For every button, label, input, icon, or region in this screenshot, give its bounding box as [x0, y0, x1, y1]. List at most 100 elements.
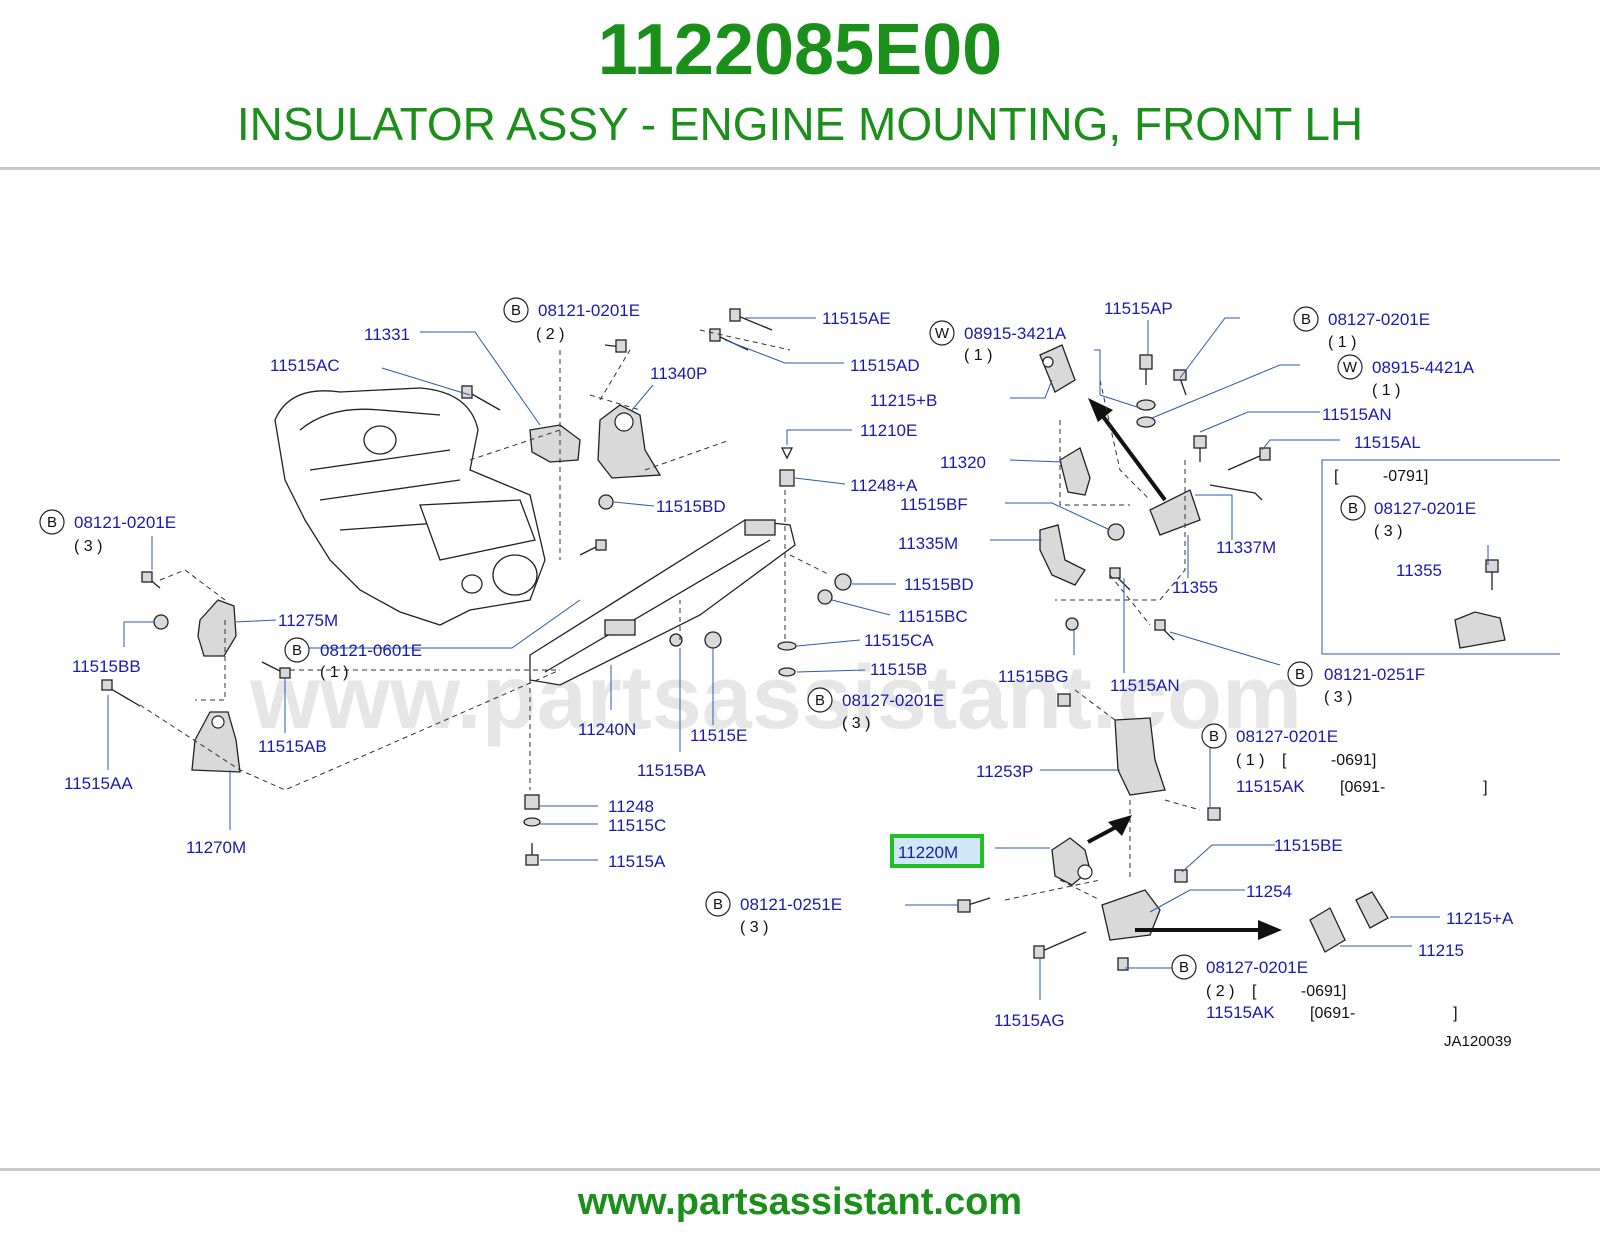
label-11215B[interactable]: 11215+B [870, 391, 937, 410]
svg-text:08127-0201E: 08127-0201E [1236, 727, 1338, 746]
svg-text:08121-0201E: 08121-0201E [74, 513, 176, 532]
highlighted-part-label[interactable]: 11220M [890, 834, 984, 868]
engine-block-drawing [274, 387, 546, 626]
svg-text:B: B [1348, 500, 1358, 517]
bolt-0201E-top-drawing [604, 339, 627, 353]
svg-text:( 3 ): ( 3 ) [740, 919, 768, 936]
svg-text:08127-0201E: 08127-0201E [842, 691, 944, 710]
footer-site-link[interactable]: www.partsassistant.com [577, 1181, 1023, 1223]
label-11248[interactable]: 11248 [608, 797, 654, 816]
svg-text:( 1 ): ( 1 ) [320, 664, 348, 681]
bolt-ref-10[interactable]: B 08121-0251E ( 3 ) [705, 891, 842, 936]
label-11515CA[interactable]: 11515CA [864, 631, 934, 650]
bolt-ref-7[interactable]: B 08121-0251F ( 3 ) [1287, 661, 1425, 706]
label-11254[interactable]: 11254 [1246, 882, 1292, 901]
bolt-ref-9[interactable]: B 08127-0201E ( 1 ) [1201, 723, 1338, 769]
label-11220M[interactable]: 11220M [898, 843, 958, 862]
label-11270M[interactable]: 11270M [186, 838, 246, 857]
label-11515BA[interactable]: 11515BA [637, 761, 706, 780]
svg-text:W: W [935, 325, 950, 342]
bolt-ref-0[interactable]: B 08121-0201E ( 2 ) [503, 297, 640, 343]
label-11515AB[interactable]: 11515AB [258, 737, 327, 756]
label-11515AN-a[interactable]: 11515AN [1322, 405, 1392, 424]
label-11515C[interactable]: 11515C [608, 816, 666, 835]
label-11240N[interactable]: 11240N [578, 720, 636, 739]
svg-text:( 1 ): ( 1 ) [964, 347, 992, 364]
label-11335M[interactable]: 11335M [898, 534, 958, 553]
label-11515AN-b[interactable]: 11515AN [1110, 676, 1180, 695]
label-11515AC[interactable]: 11515AC [270, 356, 340, 375]
label-11515AP[interactable]: 11515AP [1104, 299, 1173, 318]
label-11515BC[interactable]: 11515BC [898, 607, 968, 626]
part-labels: 11331 11515AC 11340P 11515AE 11515AD 112… [64, 299, 1514, 1030]
bolt-ref-6[interactable]: B 08127-0201E ( 3 ) [1340, 495, 1476, 540]
small-parts-11210E-11248A-drawing [779, 447, 795, 487]
date-range-0691-a: [ -0691] [1282, 752, 1376, 769]
label-11515B[interactable]: 11515B [870, 660, 927, 679]
label-11331[interactable]: 11331 [364, 325, 410, 344]
bolt-0601E-drawing [579, 539, 607, 556]
label-11515AL[interactable]: 11515AL [1354, 433, 1421, 452]
date-range-0691-b: [ -0691] [1252, 983, 1346, 1000]
mount-11275M-drawing [197, 599, 237, 657]
bolt-ref-8[interactable]: B 08127-0201E ( 3 ) [807, 687, 944, 732]
svg-text:( 3 ): ( 3 ) [1324, 689, 1352, 706]
label-11340P[interactable]: 11340P [650, 364, 707, 383]
direction-arrow-up-drawing [1088, 398, 1167, 502]
label-11275M[interactable]: 11275M [278, 611, 338, 630]
svg-text:B: B [713, 896, 723, 913]
small-parts-11515BD-BC-CA-B-drawing [777, 573, 852, 677]
svg-text:B: B [1209, 728, 1219, 745]
label-11515AK-b[interactable]: 11515AK [1206, 1003, 1275, 1022]
bolt-ref-2[interactable]: B 08121-0601E ( 1 ) [284, 637, 422, 681]
label-11515BE[interactable]: 11515BE [1274, 836, 1343, 855]
label-11248A[interactable]: 11248+A [850, 476, 918, 495]
label-11515BD-b[interactable]: 11515BD [904, 575, 974, 594]
svg-text:( 3 ): ( 3 ) [1374, 523, 1402, 540]
label-11515AE[interactable]: 11515AE [822, 309, 891, 328]
svg-text:B: B [1295, 666, 1305, 683]
label-11355-a[interactable]: 11355 [1172, 578, 1218, 597]
bolt-ref-4[interactable]: B 08127-0201E ( 1 ) [1293, 306, 1430, 351]
small-parts-11248-11515C-A-drawing [523, 794, 541, 866]
bracket-11335M-drawing [1039, 524, 1086, 586]
label-11515E[interactable]: 11515E [690, 726, 747, 745]
svg-text:B: B [47, 514, 57, 531]
page-header: 1122085E00 INSULATOR ASSY - ENGINE MOUNT… [0, 0, 1600, 168]
crossmember-11240N-drawing [529, 519, 796, 686]
label-11515A[interactable]: 11515A [608, 852, 666, 871]
svg-text:W: W [1343, 359, 1358, 376]
bolt-ref-3[interactable]: W 08915-3421A ( 1 ) [929, 320, 1067, 364]
label-11337M[interactable]: 11337M [1216, 538, 1276, 557]
bolt-ref-1[interactable]: B 08121-0201E ( 3 ) [39, 509, 176, 555]
bolts-lower-right-drawing [957, 807, 1221, 971]
svg-text:( 2 ): ( 2 ) [1206, 983, 1234, 1000]
svg-text:08127-0201E: 08127-0201E [1206, 958, 1308, 977]
label-11215A[interactable]: 11215+A [1446, 909, 1514, 928]
bolts-right-upper-drawing [1065, 354, 1271, 641]
date-range-0691-start-a: [0691- ] [1340, 779, 1488, 796]
direction-arrow-right-drawing [1135, 920, 1282, 940]
bracket-11320-drawing [1059, 447, 1091, 496]
label-11515AG[interactable]: 11515AG [994, 1011, 1065, 1030]
label-11210E[interactable]: 11210E [860, 421, 917, 440]
bolt-ref-5[interactable]: W 08915-4421A ( 1 ) [1337, 354, 1475, 399]
svg-text:08127-0201E: 08127-0201E [1328, 310, 1430, 329]
label-11515BF[interactable]: 11515BF [900, 495, 968, 514]
svg-text:08121-0601E: 08121-0601E [320, 641, 422, 660]
part-name-subtitle: INSULATOR ASSY - ENGINE MOUNTING, FRONT … [236, 98, 1364, 150]
label-11515BD-a[interactable]: 11515BD [656, 497, 726, 516]
label-11515BG[interactable]: 11515BG [998, 667, 1069, 686]
label-11215[interactable]: 11215 [1418, 941, 1464, 960]
footer-divider [0, 1168, 1600, 1171]
label-11515AA[interactable]: 11515AA [64, 774, 133, 793]
label-11515AK-a[interactable]: 11515AK [1236, 777, 1305, 796]
svg-text:( 3 ): ( 3 ) [842, 715, 870, 732]
label-11515BB[interactable]: 11515BB [72, 657, 141, 676]
label-11355-b[interactable]: 11355 [1396, 561, 1442, 580]
label-11320[interactable]: 11320 [940, 453, 986, 472]
label-11253P[interactable]: 11253P [976, 762, 1033, 781]
bolt-ref-11[interactable]: B 08127-0201E ( 2 ) [1171, 954, 1308, 1000]
label-11515AD[interactable]: 11515AD [850, 356, 920, 375]
